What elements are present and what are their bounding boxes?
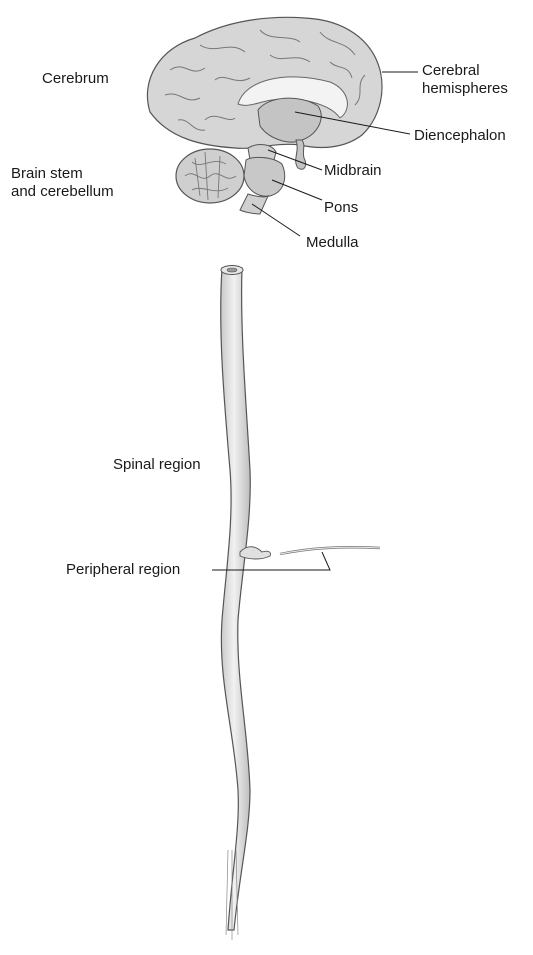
brainstem-shape: [240, 145, 285, 214]
pons-label: Pons: [324, 199, 358, 217]
spinal-region-label: Spinal region: [113, 456, 201, 474]
cerebral-hemispheres-label: Cerebral hemispheres: [422, 62, 508, 98]
brain-stem-cerebellum-label: Brain stem and cerebellum: [11, 165, 114, 201]
peripheral-nerve-shape: [240, 547, 380, 559]
medulla-leader: [252, 204, 300, 236]
brain-stem-line2: and cerebellum: [11, 183, 114, 201]
cerebrum-label: Cerebrum: [42, 70, 109, 88]
brain-stem-line1: Brain stem: [11, 165, 114, 183]
diencephalon-label: Diencephalon: [414, 127, 506, 145]
cerebral-hemispheres-line1: Cerebral: [422, 62, 508, 80]
midbrain-label: Midbrain: [324, 162, 382, 180]
medulla-label: Medulla: [306, 234, 359, 252]
peripheral-region-label: Peripheral region: [66, 561, 180, 579]
cerebral-hemispheres-line2: hemispheres: [422, 80, 508, 98]
spinal-cord-shape: [221, 266, 251, 941]
cerebellum-shape: [176, 149, 244, 203]
